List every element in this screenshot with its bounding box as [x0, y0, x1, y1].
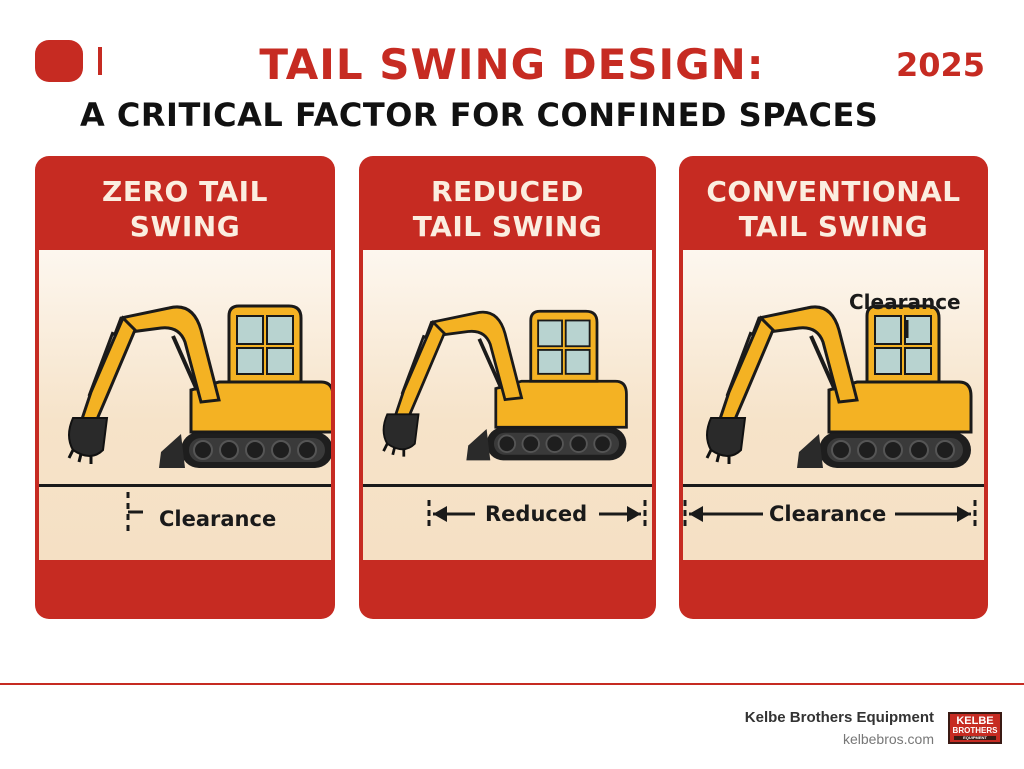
footer-divider — [0, 683, 1024, 685]
card-conventional-tail-swing: CONVENTIONAL TAIL SWING Clearance Cleara… — [679, 156, 988, 619]
card-title-line: TAIL SWING — [412, 210, 603, 243]
card-title-line: CONVENTIONAL — [706, 175, 961, 208]
company-logo: KELBE BROTHERS EQUIPMENT — [948, 712, 1002, 744]
clearance-label: Clearance — [769, 502, 887, 526]
ground-line — [39, 484, 331, 487]
logo-text: BROTHERS — [952, 726, 998, 735]
excavator-illustration — [67, 304, 331, 532]
company-name: Kelbe Brothers Equipment — [744, 709, 934, 726]
excavator-illustration — [683, 304, 977, 528]
logo-divider — [98, 47, 102, 75]
clearance-label: Clearance — [159, 507, 277, 531]
year-label: 2025 — [896, 46, 986, 84]
card-title: REDUCED TAIL SWING — [359, 174, 656, 244]
logo-text: EQUIPMENT — [954, 736, 996, 740]
card-title: ZERO TAIL SWING — [35, 174, 335, 244]
card-title-line: TAIL SWING — [738, 210, 929, 243]
page-subtitle: A CRITICAL FACTOR FOR CONFINED SPACES — [80, 96, 879, 134]
illustration-panel: Clearance Clearance — [683, 250, 984, 560]
logo-text: KELBE — [956, 715, 994, 727]
excavator-illustration — [381, 309, 647, 528]
logo-mark — [35, 40, 83, 82]
illustration-panel: Reduced — [363, 250, 652, 560]
card-title-line: ZERO TAIL — [102, 175, 268, 208]
illustration-panel: Clearance — [39, 250, 331, 560]
top-clearance-label: Clearance — [849, 290, 961, 314]
ground-line — [363, 484, 652, 487]
card-reduced-tail-swing: REDUCED TAIL SWING Reduced — [359, 156, 656, 619]
page-title: TAIL SWING DESIGN: — [259, 40, 765, 89]
card-title-line: SWING — [129, 210, 241, 243]
ground-line — [683, 484, 984, 487]
card-title-line: REDUCED — [430, 175, 585, 208]
reduced-label: Reduced — [485, 502, 588, 526]
card-title: CONVENTIONAL TAIL SWING — [679, 174, 988, 244]
website-link[interactable]: kelbebros.com — [842, 731, 934, 747]
card-zero-tail-swing: ZERO TAIL SWING Clearance — [35, 156, 335, 619]
